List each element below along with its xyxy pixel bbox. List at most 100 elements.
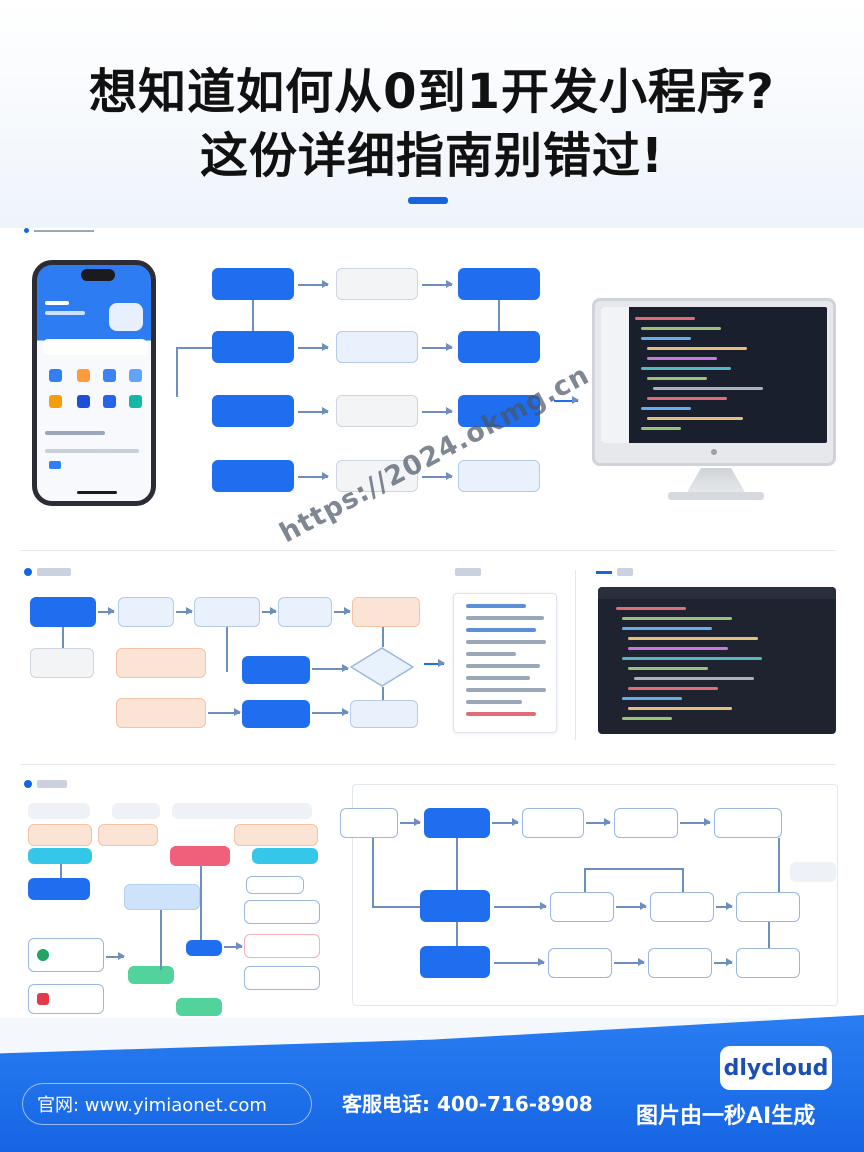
flow-connector [768,922,770,948]
flow-node [458,331,540,363]
flow-node [420,890,490,922]
flow-node [246,876,304,894]
flow-connector [682,868,684,892]
monitor-base [668,492,764,500]
flow-node [336,460,418,492]
flow-arrow [422,408,453,414]
green-status-icon [37,949,49,961]
flow-node [128,966,174,984]
phone-text-line [45,431,105,435]
flow-arrow [494,903,547,909]
flow-arrow [680,819,711,825]
header-label [112,803,160,819]
section-2c-marker [596,568,633,576]
divider [575,570,576,740]
flow-node [278,597,332,627]
title-line-1: 想知道如何从0到1开发小程序? [89,64,775,120]
flow-node [336,395,418,427]
side-label [790,862,836,882]
flow-arrow [494,959,545,965]
flow-node [28,938,104,972]
flow-arrow [298,473,329,479]
app-icon [103,369,116,382]
flow-arrow [424,659,445,667]
flow-panel [352,784,838,1006]
flow-connector [252,300,254,331]
phone-text-line [45,449,139,453]
flow-node [98,824,158,846]
divider [20,764,836,765]
header-label [172,803,312,819]
flow-arrow [616,903,647,909]
flow-node [116,698,206,728]
flow-node [336,268,418,300]
flow-arrow [224,943,243,949]
section-1-marker [24,228,94,233]
phone-home-bar [77,491,117,494]
flow-node [648,948,712,978]
flow-node [522,808,584,838]
flow-connector [778,838,780,892]
flow-connector [176,347,178,397]
document-preview [453,593,557,733]
flow-node [28,878,90,900]
flow-arrow [714,959,733,965]
flow-connector [456,838,458,890]
flow-connector [226,627,228,672]
flow-connector [382,627,384,647]
flow-arrow [208,709,241,715]
red-status-icon [37,993,49,1005]
code-editor-screen [601,307,827,443]
flow-node [242,656,310,684]
flow-node [736,948,800,978]
flow-connector [372,906,420,908]
flow-arrow [262,608,277,614]
flow-node [420,946,490,978]
flow-connector [584,868,682,870]
phone-header-line [45,301,69,305]
flow-node [186,940,222,956]
flow-node [28,848,92,864]
flow-arrow [422,344,453,350]
flow-arrow [400,819,421,825]
flow-arrow [298,281,329,287]
flow-node [30,648,94,678]
flow-node [212,460,294,492]
flow-connector [372,838,374,908]
flow-node [124,884,200,910]
flow-node [252,848,318,864]
flow-connector [60,864,62,878]
flow-node [212,268,294,300]
flow-node [340,808,398,838]
flow-node [28,824,92,846]
flow-arrow [716,903,733,909]
section-3-marker [24,780,67,788]
editor-sidebar [601,307,629,443]
flow-connector [382,687,384,700]
flow-arrow-to-monitor [554,396,579,404]
flow-node [350,700,418,728]
flow-node [116,648,206,678]
flow-node [244,934,320,958]
flow-node [170,846,230,866]
flow-arrow [334,608,351,614]
phone-header-line [45,311,85,315]
flow-node [736,892,800,922]
flow-arrow [312,665,349,671]
monitor-mockup [592,298,836,466]
flow-node [424,808,490,838]
divider [20,550,836,551]
flow-arrow [492,819,519,825]
phone-button [49,461,61,469]
flow-node [30,597,96,627]
flow-node [244,966,320,990]
flow-connector [62,627,64,648]
service-phone: 客服电话: 400-716-8908 [342,1092,593,1116]
generated-note: 图片由一秒AI生成 [636,1104,816,1129]
website-link[interactable]: 官网: www.yimiaonet.com [22,1083,312,1125]
flow-arrow [312,709,349,715]
flow-node [614,808,678,838]
title-line-2: 这份详细指南别错过! [200,128,664,184]
phone-notch [81,269,115,281]
flow-arrow [298,408,329,414]
